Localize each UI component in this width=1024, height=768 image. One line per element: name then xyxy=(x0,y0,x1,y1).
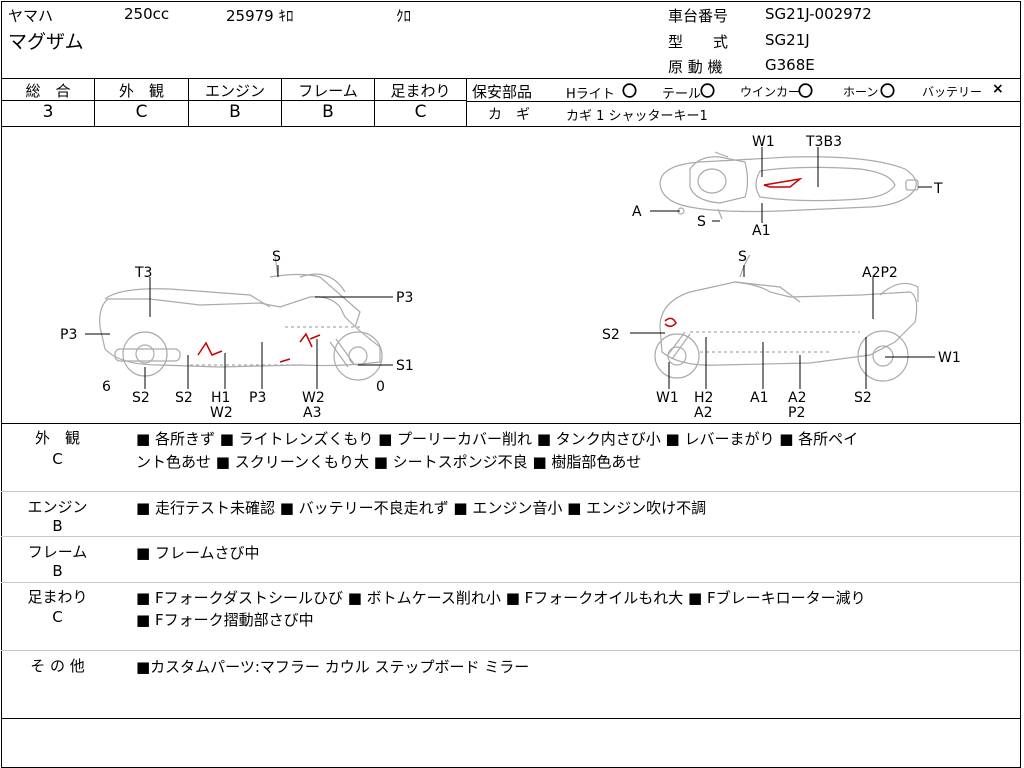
displacement: 250cc xyxy=(124,5,170,23)
maker: ヤマハ xyxy=(8,7,54,25)
right-label: S xyxy=(738,249,747,265)
top-label: T xyxy=(933,181,943,197)
color: ｸﾛ xyxy=(396,7,412,25)
winker-ok-icon: 〇 xyxy=(798,82,814,100)
engine-model-value: G368E xyxy=(765,56,815,74)
damage-diagram: W1 T3B3 A S A1 T S T3 P3 P3 S1 6 0 S2 S2… xyxy=(60,134,961,421)
right-label: P2 xyxy=(788,405,805,421)
top-label: S xyxy=(697,214,706,230)
top-label: A xyxy=(632,204,642,220)
left-label: A3 xyxy=(303,405,321,421)
note-grade-suspension: C xyxy=(52,608,63,626)
left-label: T3 xyxy=(134,265,152,281)
left-label: P3 xyxy=(60,327,77,343)
grade-frame-label: フレーム xyxy=(298,82,358,100)
note-grade-engine: B xyxy=(52,517,63,535)
right-label: A2 xyxy=(694,405,712,421)
right-label: A2P2 xyxy=(862,265,898,281)
note-label-other: そ の 他 xyxy=(30,657,85,675)
engine-model-label: 原 動 機 xyxy=(668,58,723,76)
tail-ok-icon: 〇 xyxy=(700,82,716,100)
grade-frame-value: B xyxy=(322,102,334,122)
left-label: P3 xyxy=(249,390,266,406)
grade-suspension-label: 足まわり xyxy=(390,82,451,100)
safety-item-winker: ウインカー xyxy=(740,85,801,99)
left-label: H1 xyxy=(211,390,230,406)
type-label: 型 式 xyxy=(668,33,729,51)
right-label: H2 xyxy=(694,390,713,406)
mileage: 25979 ｷﾛ xyxy=(226,7,294,25)
top-label: W1 xyxy=(752,134,775,150)
key-value: カギ 1 シャッターキー1 xyxy=(566,109,708,124)
right-label: A1 xyxy=(750,390,768,406)
safety-title: 保安部品 xyxy=(472,83,533,101)
diagram-labels: W1 T3B3 A S A1 T S T3 P3 P3 S1 6 0 S2 S2… xyxy=(60,134,961,421)
left-label: S1 xyxy=(396,358,414,374)
top-label: A1 xyxy=(752,223,770,239)
note-label-suspension: 足まわり xyxy=(27,588,88,606)
grade-exterior-value: C xyxy=(135,102,148,122)
right-label: S2 xyxy=(854,390,872,406)
note-line: ■ Fフォーク摺動部さび中 xyxy=(136,611,314,629)
safety-item-headlight: Hライト xyxy=(566,87,615,102)
top-label: T3B3 xyxy=(805,134,842,150)
left-label: S2 xyxy=(175,390,193,406)
left-label: 6 xyxy=(102,379,111,395)
left-label: P3 xyxy=(396,290,413,306)
headlight-ok-icon: 〇 xyxy=(622,82,638,100)
safety-item-battery: バッテリー xyxy=(922,85,983,99)
horn-ok-icon: 〇 xyxy=(880,82,896,100)
note-line: ■ フレームさび中 xyxy=(136,544,260,562)
grade-overall-label: 総 合 xyxy=(25,82,71,100)
grade-engine-value: B xyxy=(229,102,241,122)
note-line: ■カスタムパーツ:マフラー カウル ステップボード ミラー xyxy=(136,658,530,676)
note-label-frame: フレーム xyxy=(27,543,88,561)
left-label: S xyxy=(272,249,281,265)
note-line: ■ 各所きず ■ ライトレンズくもり ■ プーリーカバー削れ ■ タンク内さび小… xyxy=(136,430,859,448)
right-label: A2 xyxy=(788,390,806,406)
note-line: ■ 走行テスト未確認 ■ バッテリー不良走れず ■ エンジン音小 ■ エンジン吹… xyxy=(136,499,707,517)
battery-ng-icon: × xyxy=(992,81,1004,97)
left-label: S2 xyxy=(132,390,150,406)
model-name: マグザム xyxy=(8,31,84,53)
grade-engine-label: エンジン xyxy=(204,82,265,100)
left-label: 0 xyxy=(376,379,385,395)
grade-suspension-value: C xyxy=(414,102,427,122)
grade-exterior-label: 外 観 xyxy=(118,82,164,100)
divider xyxy=(1,78,1020,79)
note-label-engine: エンジン xyxy=(27,498,88,516)
right-label: W1 xyxy=(656,390,679,406)
damage-marks xyxy=(197,177,803,363)
frame-no-value: SG21J-002972 xyxy=(765,5,872,23)
left-label: W2 xyxy=(302,390,325,406)
scooter-top-view xyxy=(659,151,919,220)
note-line: ント色あせ ■ スクリーンくもり大 ■ シートスポンジ不良 ■ 樹脂部色あせ xyxy=(136,453,642,471)
type-value: SG21J xyxy=(765,31,810,49)
safety-item-tail: テール xyxy=(662,87,702,102)
frame-no-label: 車台番号 xyxy=(668,7,729,25)
note-grade-exterior: C xyxy=(52,450,63,468)
key-label: カ ギ xyxy=(488,107,530,123)
left-label: W2 xyxy=(210,405,233,421)
note-grade-frame: B xyxy=(52,562,63,580)
grade-overall-value: 3 xyxy=(42,102,54,122)
leader-lines xyxy=(85,147,935,389)
right-label: S2 xyxy=(602,327,620,343)
safety-item-horn: ホーン xyxy=(843,85,879,99)
scooter-right-view xyxy=(654,254,919,382)
note-label-exterior: 外 観 xyxy=(34,429,80,447)
note-line: ■ Fフォークダストシールひび ■ ボトムケース削れ小 ■ Fフォークオイルもれ… xyxy=(136,589,866,607)
right-label: W1 xyxy=(938,350,961,366)
